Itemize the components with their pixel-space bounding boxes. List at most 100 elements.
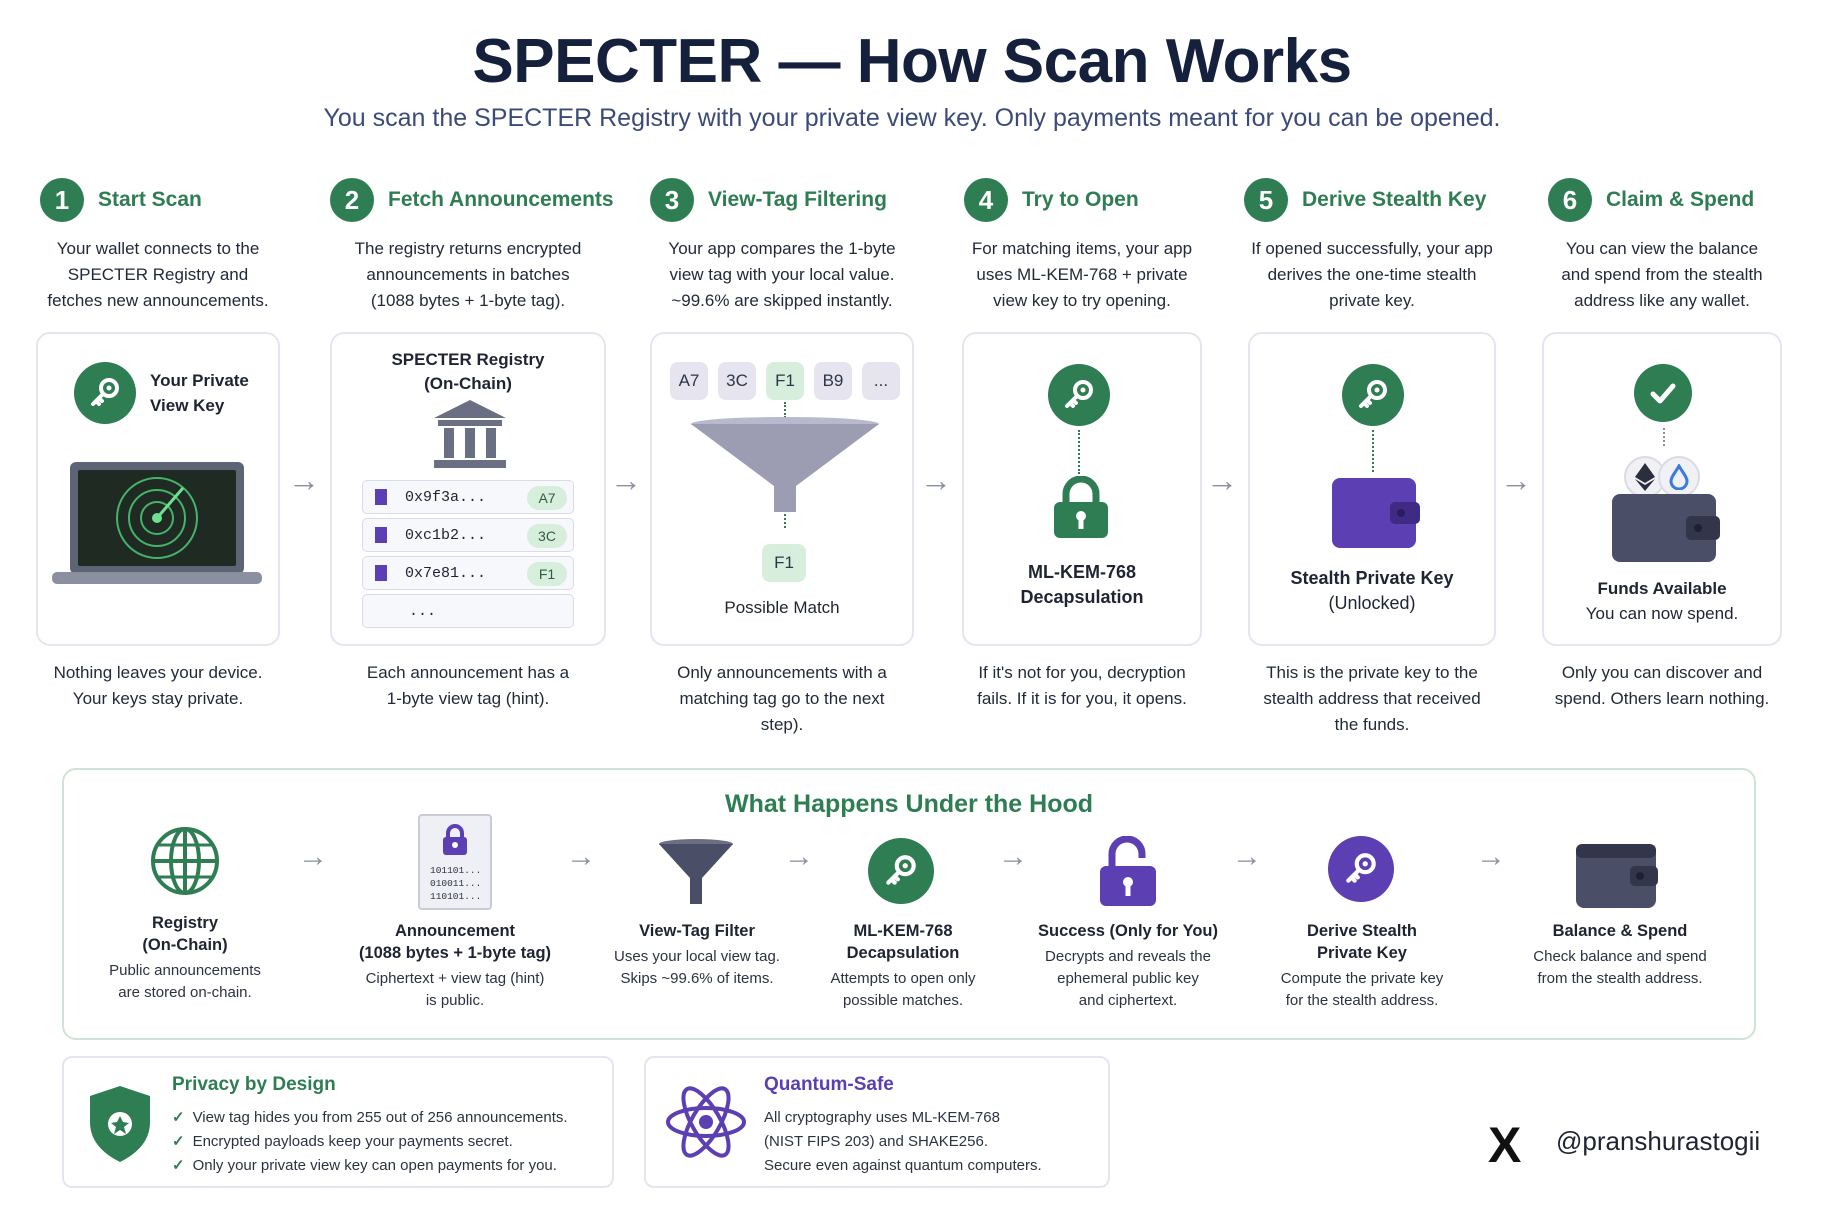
bank-icon [434,400,506,468]
wallet-icon [1612,494,1720,562]
arrow-icon: → [1206,462,1238,498]
privacy-list: ✓View tag hides you from 255 out of 256 … [172,1109,568,1174]
registry-row-more: ... [362,594,574,628]
step-number: 2 [330,178,374,222]
step-6-header: 6 Claim & Spend [1548,178,1754,222]
page-title: SPECTER — How Scan Works [472,27,1352,96]
wallet-icon [1332,478,1420,548]
arrow-icon: → [298,840,328,873]
step-3-card: A7 3C F1 B9 ... F1 Possible Match [650,332,914,646]
match-tag: F1 [762,544,806,582]
file-icon: 101101...010011...110101... [418,814,492,910]
arrow-icon: → [610,462,642,498]
registry-title: SPECTER Registry(On-Chain) [391,350,545,393]
lock-icon [1054,476,1108,538]
check-icon: ✓ [172,1109,185,1126]
file-icon [375,527,387,543]
step-number: 3 [650,178,694,222]
step-title: Derive Stealth Key [1302,188,1487,211]
arrow-icon: → [1500,462,1532,498]
arrow-icon: → [998,840,1028,873]
check-icon: ✓ [172,1133,185,1150]
under-the-hood-panel: What Happens Under the Hood [62,768,1756,1040]
key-icon [74,362,136,424]
step-title: Try to Open [1022,188,1139,211]
page-subtitle: You scan the SPECTER Registry with your … [323,104,1501,132]
arrow-icon: → [566,840,596,873]
file-icon [375,489,387,505]
connector [784,514,786,528]
hood-step-success: Success (Only for You) Decrypts and reve… [1037,922,1219,1009]
drop-icon [1658,456,1700,498]
unlock-icon [1100,836,1156,906]
step-4-header: 4 Try to Open [964,178,1139,222]
author-handle[interactable]: @pranshurastogii [1556,1126,1761,1156]
arrow-icon: → [1232,840,1262,873]
check-icon [1634,364,1692,422]
tag-chip: B9 [814,362,852,400]
step-number: 6 [1548,178,1592,222]
connector [1663,428,1665,446]
step-3-header: 3 View-Tag Filtering [650,178,887,222]
step-5-card: Stealth Private Key(Unlocked) [1248,332,1496,646]
hood-step-view-tag-filter: View-Tag Filter Uses your local view tag… [614,922,780,987]
arrow-icon: → [288,462,320,498]
laptop-radar-icon [52,462,262,584]
possible-match-label: Possible Match [724,598,840,617]
arrow-icon: → [784,840,814,873]
quantum-title: Quantum-Safe [764,1074,894,1095]
step-number: 4 [964,178,1008,222]
key-icon [1342,364,1404,426]
step-1-footnote: Nothing leaves your device.Your keys sta… [53,663,263,708]
quantum-list: All cryptography uses ML-KEM-768 (NIST F… [764,1109,1042,1174]
lock-icon [443,824,467,855]
step-title: Claim & Spend [1606,188,1755,211]
registry-row: 0xc1b2... 3C [362,518,574,552]
step-number: 1 [40,178,84,222]
step-title: Fetch Announcements [388,188,614,211]
key-icon [1048,364,1110,426]
arrow-icon: → [920,462,952,498]
x-logo-icon[interactable]: X [1488,1117,1522,1173]
step-title: View-Tag Filtering [708,188,887,211]
tag-chip-match: F1 [766,362,804,400]
view-tag: A7 [527,486,567,510]
wallet-icon [1576,844,1658,908]
privacy-by-design-box: Privacy by Design ✓View tag hides you fr… [62,1056,614,1188]
key-icon [1328,836,1394,902]
hood-title: What Happens Under the Hood [724,790,1094,818]
file-icon [375,565,387,581]
connector [784,402,786,418]
registry-row: 0x7e81... F1 [362,556,574,590]
arrow-icon: → [1476,840,1506,873]
stealth-key-label: Stealth Private Key(Unlocked) [1290,568,1454,613]
registry-row: 0x9f3a... A7 [362,480,574,514]
quantum-safe-box: Quantum-Safe All cryptography uses ML-KE… [644,1056,1110,1188]
check-icon: ✓ [172,1157,185,1174]
funnel-icon [691,417,879,512]
shield-icon [90,1086,150,1162]
step-2-header: 2 Fetch Announcements [330,178,614,222]
connector [1078,430,1080,474]
tag-chip: ... [862,362,900,400]
atom-icon [666,1086,746,1158]
privacy-title: Privacy by Design [172,1074,336,1095]
tag-chip: 3C [718,362,756,400]
